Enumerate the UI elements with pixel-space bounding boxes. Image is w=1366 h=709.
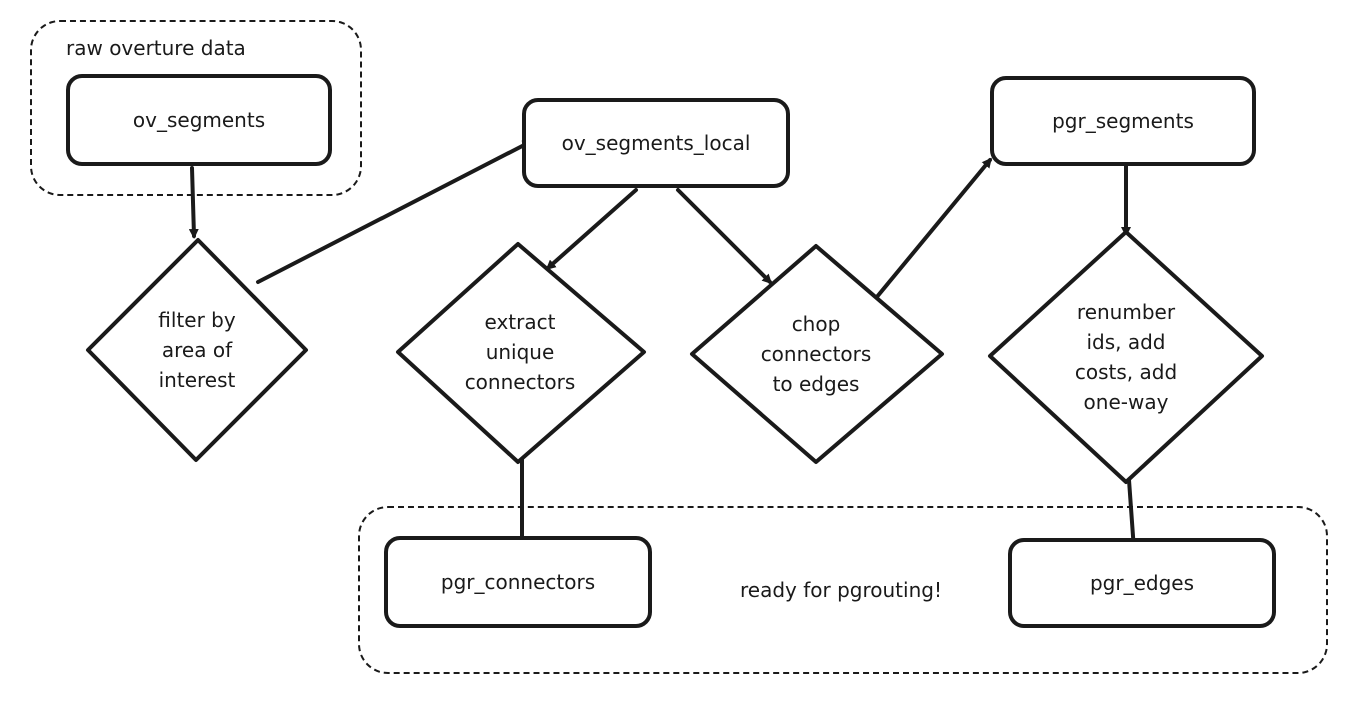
decision-renumber-label: renumber ids, add costs, add one-way bbox=[1074, 300, 1178, 414]
node-pgr-edges-label: pgr_edges bbox=[1089, 571, 1195, 595]
edge-filter-to-ov-segments-local bbox=[256, 140, 533, 284]
edge-local-to-extract bbox=[545, 188, 638, 270]
node-pgr-edges: pgr_edges bbox=[1008, 538, 1276, 628]
node-ov-segments-label: ov_segments bbox=[132, 108, 266, 132]
decision-filter-label: filter by area of interest bbox=[158, 308, 236, 392]
node-pgr-connectors: pgr_connectors bbox=[384, 536, 652, 628]
decision-extract bbox=[396, 242, 646, 464]
decision-chop-label: chop connectors to edges bbox=[760, 312, 872, 396]
ready-group bbox=[358, 506, 1328, 674]
edge-chop-to-pgr-segments bbox=[874, 157, 992, 300]
node-ov-segments: ov_segments bbox=[66, 74, 332, 166]
decision-filter bbox=[86, 238, 308, 462]
edge-local-to-chop bbox=[676, 188, 773, 285]
raw-data-group-label: raw overture data bbox=[66, 36, 246, 60]
node-pgr-segments-label: pgr_segments bbox=[1052, 109, 1194, 133]
raw-data-group bbox=[30, 20, 362, 196]
decision-extract-label: extract unique connectors bbox=[464, 310, 576, 394]
decision-renumber bbox=[988, 230, 1264, 484]
decision-chop bbox=[690, 244, 944, 464]
node-pgr-connectors-label: pgr_connectors bbox=[440, 570, 596, 594]
node-ov-segments-local: ov_segments_local bbox=[522, 98, 790, 188]
edge-ov-segments-to-filter bbox=[188, 166, 199, 239]
node-ov-segments-local-label: ov_segments_local bbox=[561, 131, 751, 155]
node-pgr-segments: pgr_segments bbox=[990, 76, 1256, 166]
ready-group-label: ready for pgrouting! bbox=[740, 578, 942, 602]
